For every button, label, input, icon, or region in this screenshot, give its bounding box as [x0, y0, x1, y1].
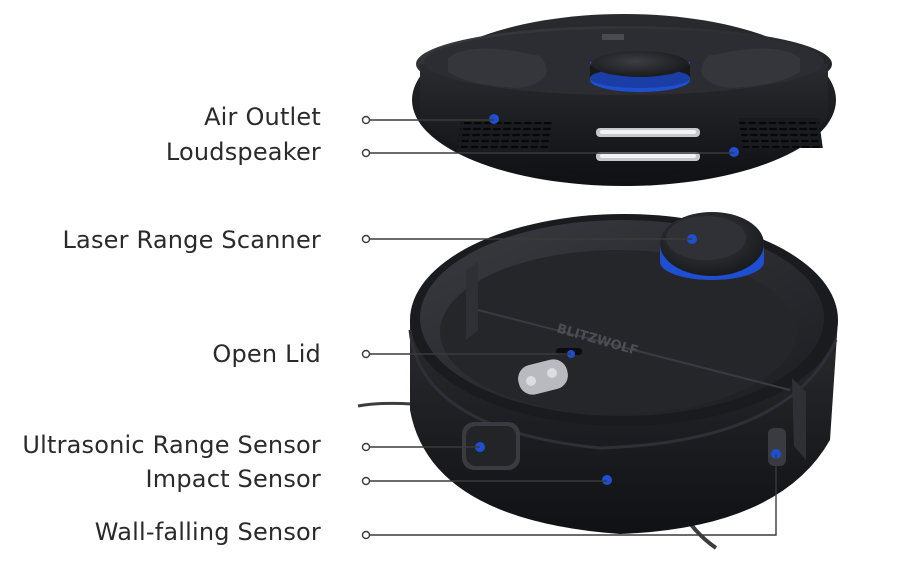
- label-laser-range-scanner: Laser Range Scanner: [62, 226, 321, 254]
- label-wall-falling-sensor: Wall-falling Sensor: [94, 518, 321, 546]
- label-ultrasonic-range-sensor: Ultrasonic Range Sensor: [22, 431, 321, 459]
- top-robot: [412, 14, 836, 186]
- bottom-robot: BLITZWOLF: [357, 212, 838, 550]
- label-open-lid: Open Lid: [212, 340, 321, 368]
- leader-lines: [368, 119, 777, 536]
- label-loudspeaker: Loudspeaker: [165, 138, 321, 166]
- label-air-outlet: Air Outlet: [204, 103, 321, 131]
- label-impact-sensor: Impact Sensor: [145, 465, 321, 493]
- leader-wall-falling-sensor: [368, 454, 777, 536]
- leader-end-circles: [361, 115, 371, 540]
